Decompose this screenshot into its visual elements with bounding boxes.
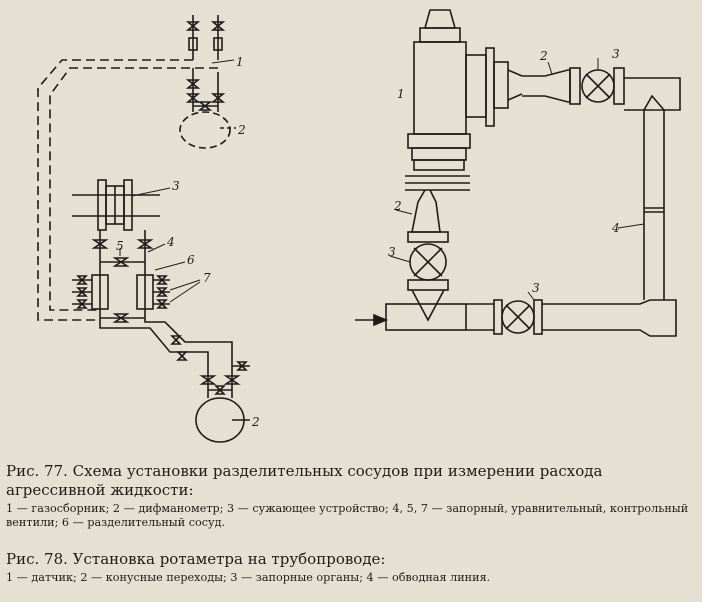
fig78-label-2-bottom: 2	[393, 199, 402, 213]
fig78-main-pipeline	[355, 291, 677, 337]
fig78-caption: Рис. 78. Установка ротаметра на трубопро…	[6, 550, 696, 585]
fig77-label-4: 4	[166, 235, 175, 249]
fig77-caption: Рис. 77. Схема установки разделительных …	[6, 462, 696, 530]
fig78-caption-title: Рис. 78. Установка ротаметра на трубопро…	[6, 550, 386, 568]
fig77-label-2: 2	[237, 123, 246, 137]
fig78-bottom-branch	[389, 189, 449, 322]
fig77-label-7: 7	[203, 271, 211, 285]
fig78-bypass-line	[617, 94, 665, 300]
fig77-labels: 1 2 3 4 5 6 7 2	[116, 55, 260, 429]
fig78-sensor	[405, 9, 523, 191]
fig78-label-2-top: 2	[539, 49, 548, 63]
fig77-label-6: 6	[187, 253, 195, 267]
fig78-label-4: 4	[611, 221, 620, 235]
figures-canvas: 1 2 3 4 5 6 7 2	[37, 9, 681, 443]
fig77-caption-legend: 1 — газосборник; 2 — дифманометр; 3 — су…	[6, 502, 689, 529]
fig77-label-2b: 2	[251, 415, 260, 429]
fig78-labels: 1 2 3 2 3 3 4	[388, 47, 620, 295]
fig77-pipeline-orifice	[72, 179, 171, 231]
fig78-label-3-bottom: 3	[388, 245, 396, 259]
fig78-label-3-pipe: 3	[532, 281, 540, 295]
fig78-caption-legend: 1 — датчик; 2 — конусные переходы; 3 — з…	[6, 571, 491, 584]
fig77-label-5: 5	[116, 239, 124, 253]
fig77-lower-lines	[99, 318, 250, 443]
fig77-label-3: 3	[172, 179, 180, 193]
fig78-top-branch	[522, 58, 681, 111]
fig77-caption-title: Рис. 77. Схема установки разделительных …	[6, 462, 603, 499]
fig77-diagram: 1 2 3 4 5 6 7 2	[37, 15, 260, 443]
fig77-label-1: 1	[236, 55, 244, 69]
fig78-label-3-top: 3	[612, 47, 620, 61]
fig77-separating-vessels	[72, 230, 201, 323]
fig77-gas-collector	[37, 15, 236, 321]
fig78-diagram: 1 2 3 2 3 3 4	[355, 9, 681, 337]
fig78-label-1: 1	[397, 87, 405, 101]
